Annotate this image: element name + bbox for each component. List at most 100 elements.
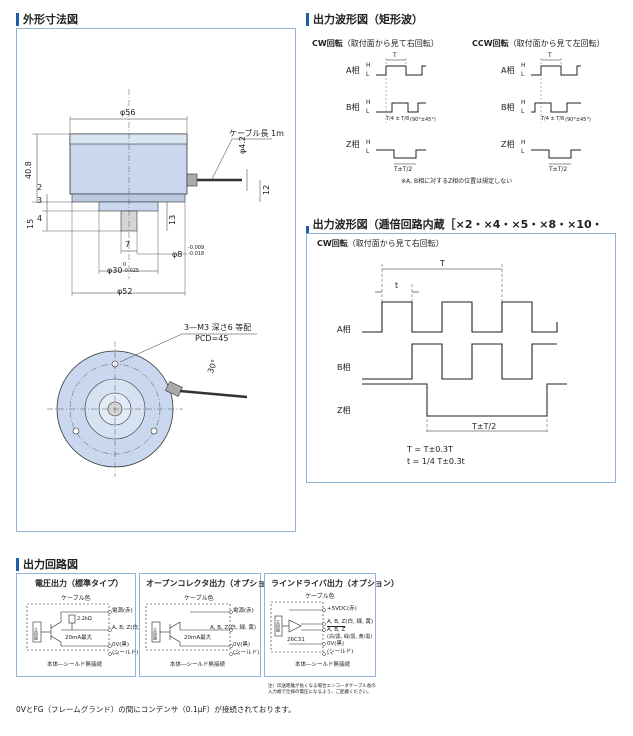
circuit-oc-drawing [145,603,242,656]
encoder-boss [98,201,159,212]
c3-ov: 0V(黒) [327,641,345,647]
c1-res: 2.2kΩ [77,616,92,622]
c2-ov: 0V(黒) [233,642,251,648]
mult-t-small: t [395,281,399,290]
c3-power: +5VDC(赤) [327,606,357,612]
c2-main: 主回路 [153,628,158,640]
c1-main: 主回路 [34,628,39,640]
mult-phase-b-label: B相 [337,363,351,372]
dim-phi52: φ52 [117,287,133,296]
title-bar [306,12,309,26]
ccw-a-l: L [521,71,525,78]
c1-power: 電源(赤) [112,608,133,614]
rect-waveforms [376,58,581,165]
cw-t-label: T [393,52,397,59]
mult-phase-z-label: Z相 [337,406,351,415]
mult-eq1: T = T±0.3T [407,445,453,454]
c2-cable: ケーブル色 [184,595,214,602]
c3-cable: ケーブル色 [305,593,335,600]
dim-phi8-tol-b: -0.018 [188,251,205,257]
c1-cable: ケーブル色 [61,595,91,602]
cw-z-l: L [366,148,370,155]
ccw-phase-b-label: B相 [501,103,515,112]
dim-phi8-tol-a: -0.009 [188,245,205,251]
mult-eq2: t = 1/4 T±0.3t [407,457,465,466]
wave-rect-area: CW回転（取付面から見て右回転） CCW回転（取付面から見て左回転） A相 B相 [306,28,616,188]
cw-z-h: H [366,139,371,146]
ccw-b-l: L [521,108,525,115]
dim-phi42: φ4.2 [238,136,247,154]
outline-drawing [32,89,272,477]
circuit-oc-panel: オープンコレクタ出力（オプション） ケーブル色 電源(赤) A, B, Z(白,… [139,573,281,677]
dim-phi30-tol-a: 0 [123,262,127,268]
ccw-deg: (90°±45°) [565,117,591,123]
encoder-top [69,133,188,145]
cw-title: CW回転（取付面から見て右回転） [312,39,439,48]
dim-2: 2 [37,183,43,192]
circuit-note: 注）伝送距離が長くなる場合エンコーダケーブル長の入力端で仕様の電圧になるよう、ご… [268,684,376,695]
c3-body: 本体―シールド無接続 [295,662,351,668]
circuit-section-title: 出力回路図 [16,556,78,572]
wave-rect-section-title: 出力波形図（矩形波） [306,11,423,27]
outline-section-title: 外形寸法図 [16,11,78,27]
dim-12: 12 [262,184,271,195]
circuit-oc-title: オープンコレクタ出力（オプション） [146,579,282,588]
outline-title-text: 外形寸法図 [23,13,78,26]
dim-7: 7 [125,240,131,249]
c2-shield: (シールド) [233,650,260,656]
dim-phi56: φ56 [120,108,136,117]
c3-ic: 26C31 [287,637,305,643]
c3-abz: A, B, Z(白, 緑, 黄) [327,619,374,625]
cw-phase-a-label: A相 [346,66,360,75]
mult-waveforms [362,264,567,434]
circuit-ld-drawing [270,601,335,656]
c1-body: 本体―シールド無接続 [47,662,103,668]
cw-b-l: L [366,108,370,115]
mult-cw-title: CW回転（取付面から見て右回転） [317,239,444,248]
c3-abz-bar: A, B, Z [327,627,346,633]
footer-note: 0VとFG（フレームグランド）の間にコンデンサ（0.1μF）が接続されております… [16,705,296,714]
dim-phi30-tol-b: -0.025 [123,268,140,274]
dim-4: 4 [37,214,43,223]
circuit-voltage-title: 電圧出力（標準タイプ） [35,579,123,588]
c2-imax: 20mA最大 [184,635,212,641]
dim-40-8: 40.8 [24,161,33,179]
c1-imax: 20mA最大 [65,635,93,641]
title-bar [16,557,19,571]
encoder-flange [71,193,186,203]
rect-note: ※A, B相に対するZ相の位置は規定しない [401,178,513,185]
ccw-b-h: H [521,99,526,106]
wave-mult-panel: CW回転（取付面から見て右回転） A相 B相 Z相 T t T±T/2 T = … [306,233,616,483]
circuit-ld-panel: ラインドライバ出力（オプション） ケーブル色 +5VDC(赤) A, B, Z(… [264,573,399,677]
cw-a-h: H [366,62,371,69]
dim-15: 15 [26,218,35,229]
ccw-z-l: L [521,148,525,155]
circuit-voltage-drawing [26,603,121,656]
mount-hole [72,427,80,435]
title-bar [16,12,19,26]
holes-label: 3—M3 深さ6 等配 [184,323,252,332]
pcd-label: PCD=45 [195,334,229,343]
c2-body: 本体―シールド無接続 [170,662,226,668]
mult-phase-a-label: A相 [337,325,351,334]
circuit-voltage-panel: 電圧出力（標準タイプ） ケーブル色 電源(赤) 2.2kΩ A, B, Z(白,… [16,573,158,677]
c3-main: 主回路 [276,620,281,632]
c1-ov: 0V(黒) [112,642,130,648]
cw-phase-b-label: B相 [346,103,360,112]
cable-gland [186,173,198,187]
c3-shield: (シールド) [327,649,354,655]
ccw-a-h: H [521,62,526,69]
dim-phi8: φ8 [172,250,183,259]
ccw-tz: T±T/2 [549,166,568,173]
ccw-z-h: H [521,139,526,146]
cw-quarter: T/4 ± T/8 [386,116,410,122]
cw-a-l: L [366,71,370,78]
dim-13: 13 [168,214,177,225]
outline-panel: φ56 ケーブル長 1m φ4.2 40.8 2 3 4 15 12 13 7 … [16,28,296,532]
wave-rect-title-text: 出力波形図（矩形波） [313,13,423,26]
title-bar [306,225,309,239]
c3-abz-bar2: (白/黒, 緑/黒, 黄/黒) [327,634,373,640]
c2-power: 電源(赤) [233,608,254,614]
c1-shield: (シールド) [112,650,139,656]
ccw-phase-a-label: A相 [501,66,515,75]
